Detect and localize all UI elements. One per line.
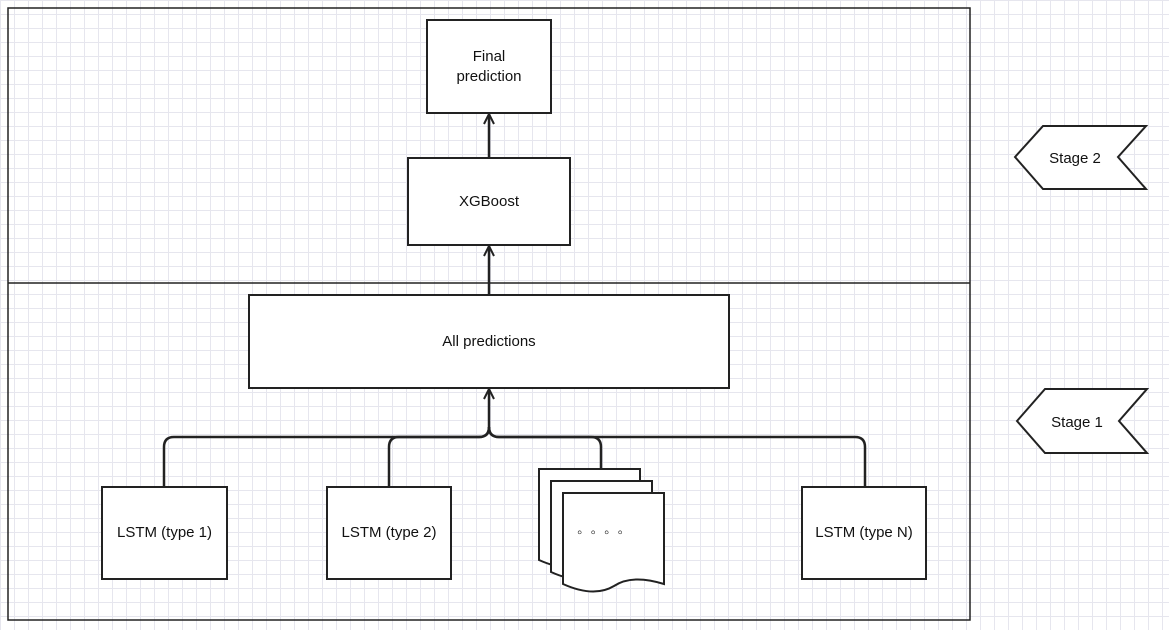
lstm-type2-label: LSTM (type 2) bbox=[341, 524, 437, 541]
stage2-label: Stage 2 bbox=[1049, 149, 1101, 167]
multi-document-shape bbox=[538, 468, 665, 593]
lstm-typeN-node: LSTM (type N) bbox=[801, 486, 927, 580]
ellipsis-dots: ◦ ◦ ◦ ◦ bbox=[577, 524, 625, 541]
lstm-type1-label: LSTM (type 1) bbox=[116, 524, 213, 541]
arrowhead-allpred bbox=[483, 386, 495, 400]
lstm-type2-node: LSTM (type 2) bbox=[326, 486, 452, 580]
lstm-type1-node: LSTM (type 1) bbox=[101, 486, 228, 580]
final-prediction-node: Final prediction bbox=[426, 19, 552, 114]
lstm-typeN-label: LSTM (type N) bbox=[815, 524, 913, 541]
xgboost-node: XGBoost bbox=[407, 157, 571, 246]
stage1-chevron bbox=[1015, 388, 1150, 454]
stage1-label: Stage 1 bbox=[1051, 413, 1103, 431]
arrowhead-xgboost bbox=[483, 243, 495, 257]
outer-frame bbox=[7, 7, 971, 621]
final-prediction-label: Final prediction bbox=[456, 47, 522, 85]
edge-tree bbox=[162, 391, 867, 486]
edge-lstmN bbox=[487, 426, 867, 486]
xgboost-label: XGBoost bbox=[458, 192, 520, 210]
edge-lstm2 bbox=[387, 426, 491, 486]
stage2-chevron bbox=[1013, 125, 1149, 190]
arrowhead-final bbox=[483, 111, 495, 125]
edge-ellipsis bbox=[487, 426, 603, 470]
all-predictions-label: All predictions bbox=[442, 332, 536, 350]
all-predictions-node: All predictions bbox=[248, 294, 730, 389]
